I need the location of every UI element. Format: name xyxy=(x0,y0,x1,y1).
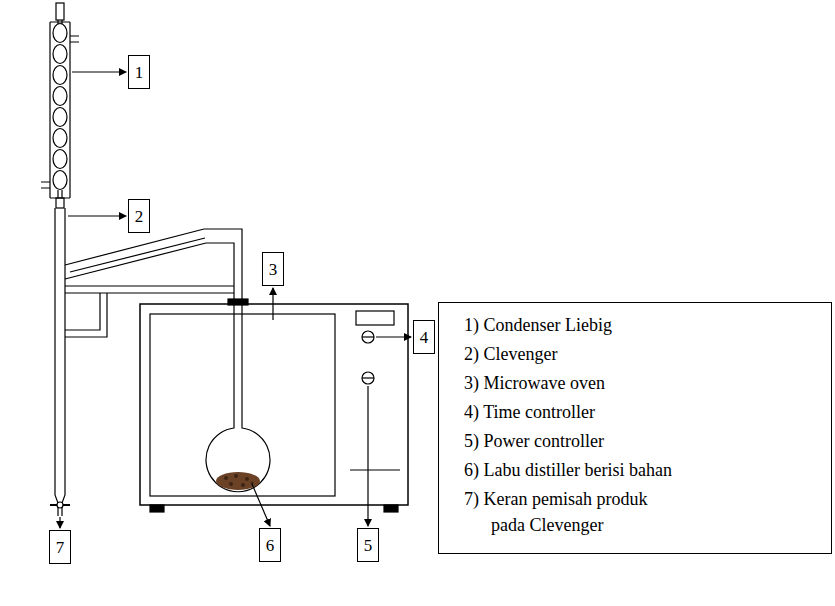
callout-number: 6 xyxy=(266,537,275,554)
callout-box: 2 xyxy=(128,199,150,233)
leader-arrow xyxy=(376,336,411,337)
vapour-arm xyxy=(65,229,206,279)
legend-item: 1) Condenser Liebig xyxy=(464,312,681,338)
vapour-pipe xyxy=(204,229,242,300)
condenser-bulb xyxy=(53,108,67,127)
leader-arrow xyxy=(252,484,270,526)
callout-box: 7 xyxy=(49,530,71,564)
legend-item: 5) Power controller xyxy=(464,428,681,454)
material-grains xyxy=(224,474,254,487)
oven-foot xyxy=(150,505,164,512)
legend-box: 1) Condenser Liebig 2) Clevenger 3) Microw… xyxy=(438,302,832,554)
condenser-bulb xyxy=(53,150,67,169)
condenser-inner-tube xyxy=(58,20,62,198)
condenser-bulb xyxy=(53,87,67,106)
legend-item: 7) Keran pemisah produk pada Clevenger xyxy=(464,486,681,538)
leader-arrow xyxy=(367,386,368,526)
flask-stopper xyxy=(228,299,248,305)
condenser-bulb xyxy=(53,24,67,43)
clevenger-column xyxy=(55,208,65,516)
legend-item: 3) Microwave oven xyxy=(464,370,681,396)
panel-line xyxy=(350,469,400,470)
callout-number: 1 xyxy=(135,64,144,81)
condenser-jacket xyxy=(50,22,70,198)
stopcock-plug xyxy=(57,502,63,508)
ground-joint xyxy=(56,198,64,208)
callout-number: 5 xyxy=(364,537,373,554)
callout-box: 5 xyxy=(357,528,379,562)
power-knob xyxy=(362,372,374,384)
leader-arrow xyxy=(59,517,60,528)
legend-item: 6) Labu distiller berisi bahan xyxy=(464,457,681,483)
callout-number: 4 xyxy=(420,329,429,346)
callout-box: 1 xyxy=(128,55,150,89)
oven-display xyxy=(356,311,394,325)
legend-item: 4) Time controller xyxy=(464,399,681,425)
return-tube xyxy=(65,286,234,293)
power-knob-mark xyxy=(362,377,374,378)
condenser-joint xyxy=(56,3,64,20)
condenser-bulb xyxy=(53,45,67,64)
condenser-nozzles xyxy=(41,36,79,188)
callout-box: 3 xyxy=(262,252,284,286)
time-knob xyxy=(362,331,374,343)
condenser-bulb xyxy=(53,129,67,148)
legend-item: 2) Clevenger xyxy=(464,341,681,367)
callout-box: 6 xyxy=(259,528,281,562)
callout-number: 2 xyxy=(135,208,144,225)
leader-arrow xyxy=(272,288,273,320)
callout-number: 3 xyxy=(269,261,278,278)
condenser-bulbs xyxy=(53,20,67,198)
return-step xyxy=(65,293,107,337)
leader-arrow xyxy=(72,71,126,72)
condenser-bulb xyxy=(53,66,67,85)
callout-number: 7 xyxy=(56,539,65,556)
callout-box: 4 xyxy=(413,320,435,354)
time-knob-mark xyxy=(362,336,374,337)
condenser-bulb xyxy=(53,171,67,190)
oven-foot xyxy=(384,505,398,512)
distiller-flask xyxy=(206,300,270,492)
leader-arrow xyxy=(68,215,126,216)
